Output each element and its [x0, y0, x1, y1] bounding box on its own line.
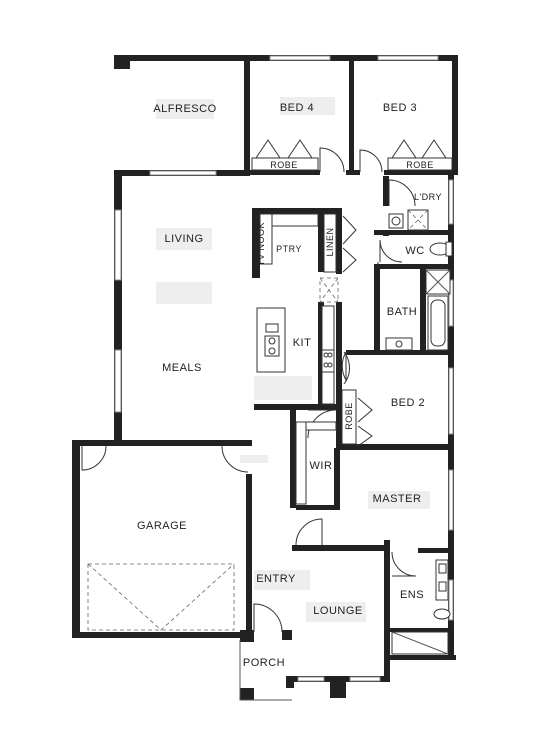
label-entry: ENTRY — [256, 573, 296, 585]
label-meals: MEALS — [162, 362, 202, 374]
fixtures — [87, 157, 453, 701]
label-linen: LINEN — [325, 227, 335, 256]
label-backgrounds — [156, 97, 430, 622]
label-lounge: LOUNGE — [313, 605, 362, 617]
label-porch: PORCH — [243, 657, 285, 669]
label-tv-nook: TV NOOK — [256, 222, 266, 266]
label-wc: WC — [405, 245, 424, 257]
label-robe-bed2: ROBE — [344, 402, 354, 430]
label-robe-bed4: ROBE — [270, 160, 298, 170]
label-ens: ENS — [400, 589, 424, 601]
label-wir: WIR — [310, 460, 333, 472]
label-ldry: L'DRY — [414, 192, 442, 202]
label-bath: BATH — [387, 306, 418, 318]
label-ptry: PTRY — [276, 244, 302, 254]
room-labels: ALFRESCO BED 4 BED 3 ROBE ROBE L'DRY LIV… — [137, 102, 442, 669]
label-kit: KIT — [293, 337, 312, 349]
label-living: LIVING — [164, 233, 203, 245]
label-garage: GARAGE — [137, 520, 187, 532]
doors — [81, 139, 447, 633]
label-bed4: BED 4 — [280, 102, 314, 114]
label-alfresco: ALFRESCO — [153, 103, 216, 115]
label-bed3: BED 3 — [383, 102, 417, 114]
label-robe-bed3: ROBE — [406, 160, 434, 170]
label-bed2: BED 2 — [391, 397, 425, 409]
windows — [114, 55, 454, 682]
label-master: MASTER — [373, 493, 422, 505]
